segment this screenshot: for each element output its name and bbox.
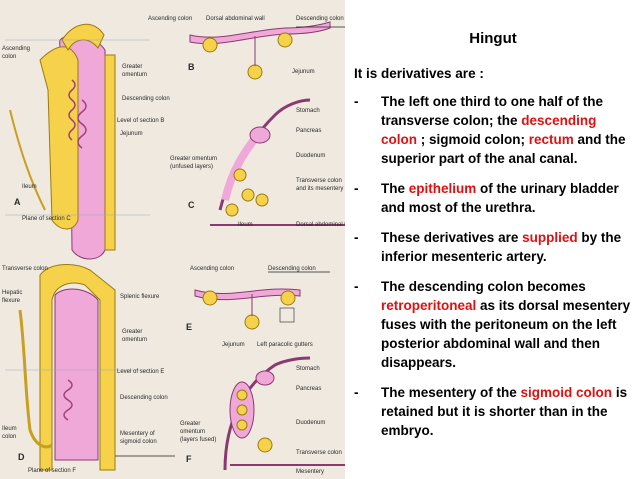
- svg-text:Greater: Greater: [122, 64, 142, 70]
- hindgut-anatomy-figure: Ascending colon Greater omentum Descendi…: [0, 0, 345, 479]
- svg-text:and its mesentery: and its mesentery: [296, 186, 343, 192]
- svg-text:Ileum: Ileum: [22, 184, 37, 190]
- svg-text:Descending colon: Descending colon: [296, 16, 344, 22]
- svg-text:Splenic flexure: Splenic flexure: [120, 294, 160, 300]
- intro-text: It is derivatives are :: [354, 66, 484, 81]
- svg-text:D: D: [18, 452, 25, 462]
- svg-text:Transverse colon: Transverse colon: [2, 266, 48, 272]
- bullet-item-5: - The mesentery of the sigmoid colon is …: [354, 385, 628, 438]
- svg-text:(layers fused): (layers fused): [180, 437, 216, 443]
- svg-text:Ileum: Ileum: [2, 426, 17, 432]
- svg-text:A: A: [14, 197, 21, 207]
- svg-text:Mesentery of: Mesentery of: [120, 431, 155, 437]
- svg-text:flexure: flexure: [2, 298, 21, 304]
- svg-text:sigmoid colon: sigmoid colon: [120, 439, 157, 445]
- panel-a-drawing: Ascending colon Greater omentum Descendi…: [2, 23, 170, 260]
- highlight-term: epithelium: [408, 181, 477, 196]
- svg-text:Jejunum: Jejunum: [292, 69, 315, 75]
- svg-text:Dorsal abdominal wall: Dorsal abdominal wall: [206, 16, 265, 22]
- bullet-item-1: - The left one third to one half of the …: [354, 94, 626, 166]
- svg-text:Descending colon: Descending colon: [120, 395, 168, 401]
- svg-text:Greater: Greater: [122, 329, 142, 335]
- svg-text:Left paracolic gutters: Left paracolic gutters: [257, 342, 313, 348]
- svg-text:Transverse colon: Transverse colon: [296, 450, 342, 456]
- panel-f-drawing: Stomach Pancreas Greater omentum (layers…: [180, 356, 345, 475]
- svg-text:(unfused layers): (unfused layers): [170, 164, 213, 170]
- svg-text:Mesentery: Mesentery: [296, 469, 324, 475]
- svg-text:Ascending colon: Ascending colon: [190, 266, 234, 272]
- svg-text:Ileum: Ileum: [238, 222, 253, 228]
- svg-text:Plane of section F: Plane of section F: [28, 468, 76, 474]
- svg-text:Ascending colon: Ascending colon: [148, 16, 192, 22]
- panel-e-drawing: Ascending colon Descending colon E Jejun…: [186, 266, 330, 348]
- svg-text:Jejunum: Jejunum: [120, 131, 143, 137]
- svg-text:Transverse colon: Transverse colon: [296, 178, 342, 184]
- bullet-marker: -: [354, 230, 359, 245]
- highlight-term: supplied: [522, 230, 578, 245]
- svg-text:Hepatic: Hepatic: [2, 290, 22, 296]
- panel-d-drawing: Transverse colon Hepatic flexure Splenic…: [2, 264, 175, 474]
- svg-text:Greater: Greater: [180, 421, 200, 427]
- svg-text:B: B: [188, 62, 195, 72]
- svg-text:Jejunum: Jejunum: [222, 342, 245, 348]
- highlight-term: sigmoid colon: [520, 385, 613, 400]
- bullet-marker: -: [354, 385, 359, 400]
- svg-text:Pancreas: Pancreas: [296, 386, 321, 392]
- svg-text:C: C: [188, 200, 195, 210]
- highlight-term: rectum: [528, 132, 574, 147]
- bullet-item-3: - These derivatives are supplied by the …: [354, 230, 622, 264]
- svg-text:Level of section B: Level of section B: [117, 118, 164, 124]
- bullet-marker: -: [354, 279, 359, 294]
- svg-text:colon: colon: [2, 54, 16, 60]
- label-ascending-colon-a: Ascending: [2, 46, 30, 52]
- bullet-marker: -: [354, 181, 359, 196]
- svg-text:omentum: omentum: [122, 337, 147, 343]
- svg-text:Dorsal abdominal wall: Dorsal abdominal wall: [296, 222, 345, 228]
- panel-c-drawing: Stomach Pancreas Greater omentum (unfuse…: [170, 98, 345, 228]
- svg-text:Plane of section C: Plane of section C: [22, 216, 71, 222]
- svg-text:Duodenum: Duodenum: [296, 420, 325, 426]
- anatomy-drawing: Ascending colon Greater omentum Descendi…: [2, 16, 345, 475]
- svg-text:F: F: [186, 454, 192, 464]
- highlight-term: descending colon: [381, 113, 597, 147]
- svg-text:omentum: omentum: [180, 429, 205, 435]
- svg-text:Stomach: Stomach: [296, 366, 320, 372]
- derivatives-list: - The left one third to one half of the …: [350, 92, 636, 451]
- svg-text:Pancreas: Pancreas: [296, 128, 321, 134]
- svg-text:Stomach: Stomach: [296, 108, 320, 114]
- panel-b-drawing: Ascending colon Dorsal abdominal wall De…: [148, 16, 345, 80]
- bullet-marker: -: [354, 94, 359, 109]
- bullet-item-4: - The descending colon becomes retroperi…: [354, 279, 631, 370]
- svg-text:Greater omentum: Greater omentum: [170, 156, 217, 162]
- svg-text:Level of section E: Level of section E: [117, 369, 164, 375]
- bullet-item-2: - The epithelium of the urinary bladder …: [354, 181, 619, 215]
- svg-text:omentum: omentum: [122, 72, 147, 78]
- slide-title: Hingut: [469, 30, 517, 47]
- hindgut-text-panel: Hingut It is derivatives are : - The lef…: [350, 0, 636, 479]
- highlight-term: retroperitoneal: [381, 298, 477, 313]
- svg-text:Descending colon: Descending colon: [122, 96, 170, 102]
- svg-text:Duodenum: Duodenum: [296, 153, 325, 159]
- svg-text:colon: colon: [2, 434, 16, 440]
- svg-text:E: E: [186, 322, 192, 332]
- svg-text:Descending colon: Descending colon: [268, 266, 316, 272]
